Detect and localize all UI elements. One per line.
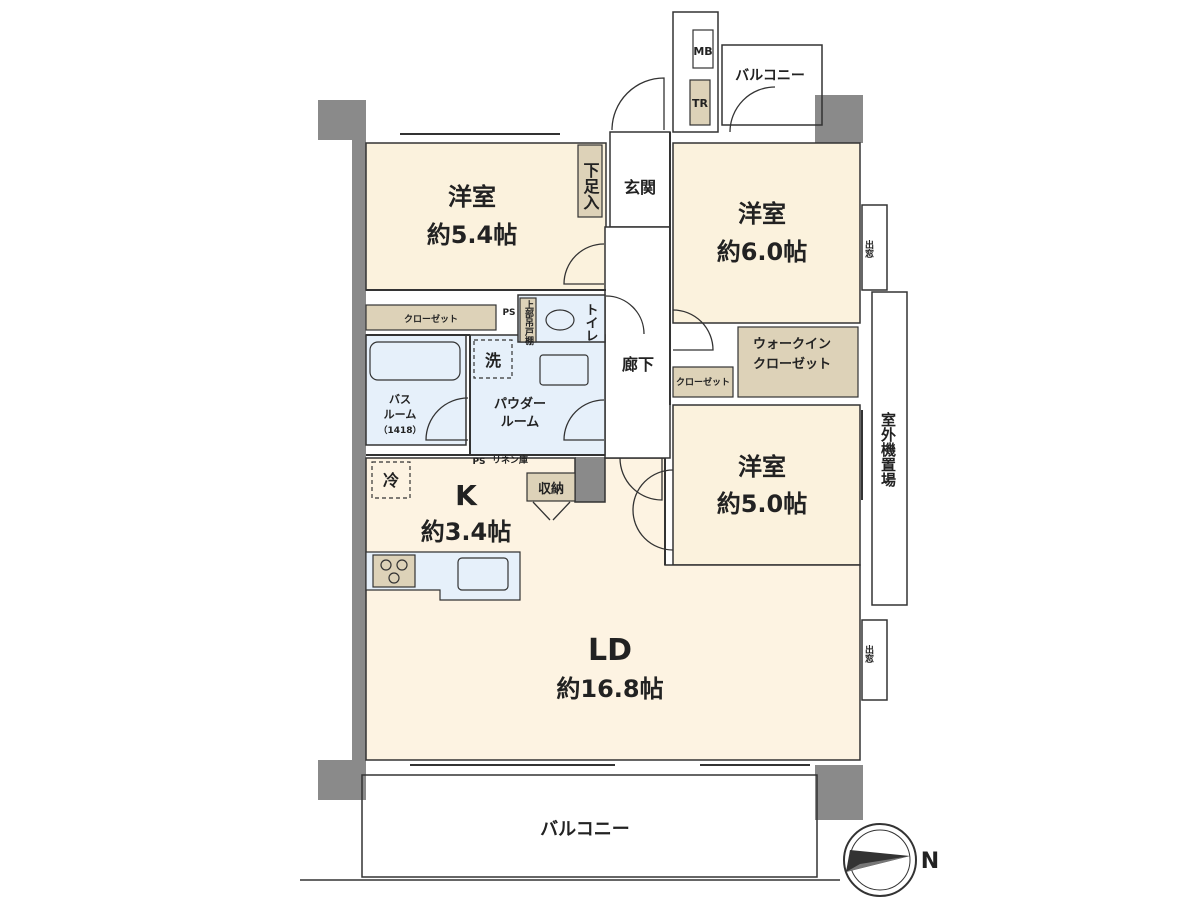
living-size: 約16.8帖 [556,675,663,703]
door-icon [672,309,714,351]
door-icon [532,501,571,521]
shoe-box-label: 下足入 [581,162,600,210]
bathtub-icon [369,341,461,381]
door-icon [563,243,605,285]
bedroom-ne-name: 洋室 [738,200,786,228]
bay-window-label-2: 出窓 [863,644,874,664]
washbasin-icon [539,354,589,386]
north-arrow-icon [843,823,917,897]
balconies [300,11,908,881]
upper-shelf [519,297,537,343]
outdoor-unit-outline [871,291,908,606]
closet-nw [365,304,497,331]
bedroom-e-size: 約5.0帖 [717,490,808,518]
wall-blocks [318,95,863,820]
balcony-bottom-label: バルコニー [540,819,630,840]
bath-area [365,334,467,446]
mb-box [692,29,714,69]
storage-label: 収納 [538,481,564,497]
door-icon [563,399,605,441]
closet-mid-label: クローゼット [676,376,730,388]
walkin-closet [737,326,859,398]
bay-window-top-outline [861,204,888,291]
storage-fills [365,29,859,502]
kitchen-name: K [455,479,478,512]
fridge-space [371,461,411,499]
balcony-bottom-outline [361,774,818,878]
bath-label-2: ルーム [384,408,417,421]
tr-label: TR [692,97,709,110]
balcony-top-outline [721,44,823,126]
labels: 洋室 約5.4帖 洋室 約6.0帖 洋室 約5.0帖 K 約3.4帖 LD 約1… [378,45,939,874]
shoe-box [577,144,603,218]
wall-lines [366,132,863,766]
bedroom-ne-area [672,142,861,324]
bay-window-label-1: 出窓 [863,239,874,259]
mb-tr-shaft [672,11,719,133]
washer-label: 洗 [485,351,501,370]
bath-label-1: バス [389,393,411,406]
closet-mid [672,366,734,398]
room-fills [365,131,861,761]
kitchen-counter [365,309,589,601]
ps-label-1: PS [502,308,515,318]
linen-label: リネン庫 [492,454,528,466]
walkin-label-2: クローゼット [753,356,831,372]
north-label: N [921,849,939,874]
hallway-label: 廊下 [622,355,654,374]
washer-space [473,339,513,379]
entrance-area [609,131,671,228]
living-name: LD [588,633,632,668]
entrance-label: 玄関 [624,178,656,197]
door-icon [425,397,469,441]
sink-icon [457,557,509,591]
toilet-label: トイレ [583,303,599,342]
entry-door-icon [611,77,665,131]
kitchen-size: 約3.4帖 [421,518,512,546]
dashed-fixtures [371,339,513,499]
door-swings [425,77,776,551]
door-icon [729,86,776,133]
tr-box [689,79,711,126]
balcony-top-label: バルコニー [735,68,805,84]
bedroom-e-name: 洋室 [738,453,786,481]
bath-label-3: （1418） [378,425,421,436]
ps-label-2: PS [472,457,485,467]
door-icon [632,469,674,551]
closet-nw-label: クローゼット [404,313,458,325]
bedroom-nw-name: 洋室 [448,183,496,211]
door-icon [619,457,663,501]
mb-label: MB [693,45,712,58]
upper-shelf-label: 上部吊戸棚 [523,299,534,346]
bedroom-ne-size: 約6.0帖 [717,238,808,266]
fridge-label: 冷 [383,471,399,490]
bedroom-nw-area [365,142,607,291]
toilet-icon [545,309,575,331]
bedroom-nw-size: 約5.4帖 [427,221,518,249]
powder-label-2: ルーム [501,415,540,430]
outdoor-unit-label: 室外機置場 [879,411,897,488]
stove-icon [372,554,416,588]
powder-label-1: パウダー [494,396,546,412]
bay-window-bottom-outline [861,619,888,701]
storage-box [526,472,576,502]
walkin-label-1: ウォークイン [753,337,831,352]
hallway-area [604,226,671,459]
door-icon [605,295,645,335]
bedroom-e-area [672,404,861,566]
